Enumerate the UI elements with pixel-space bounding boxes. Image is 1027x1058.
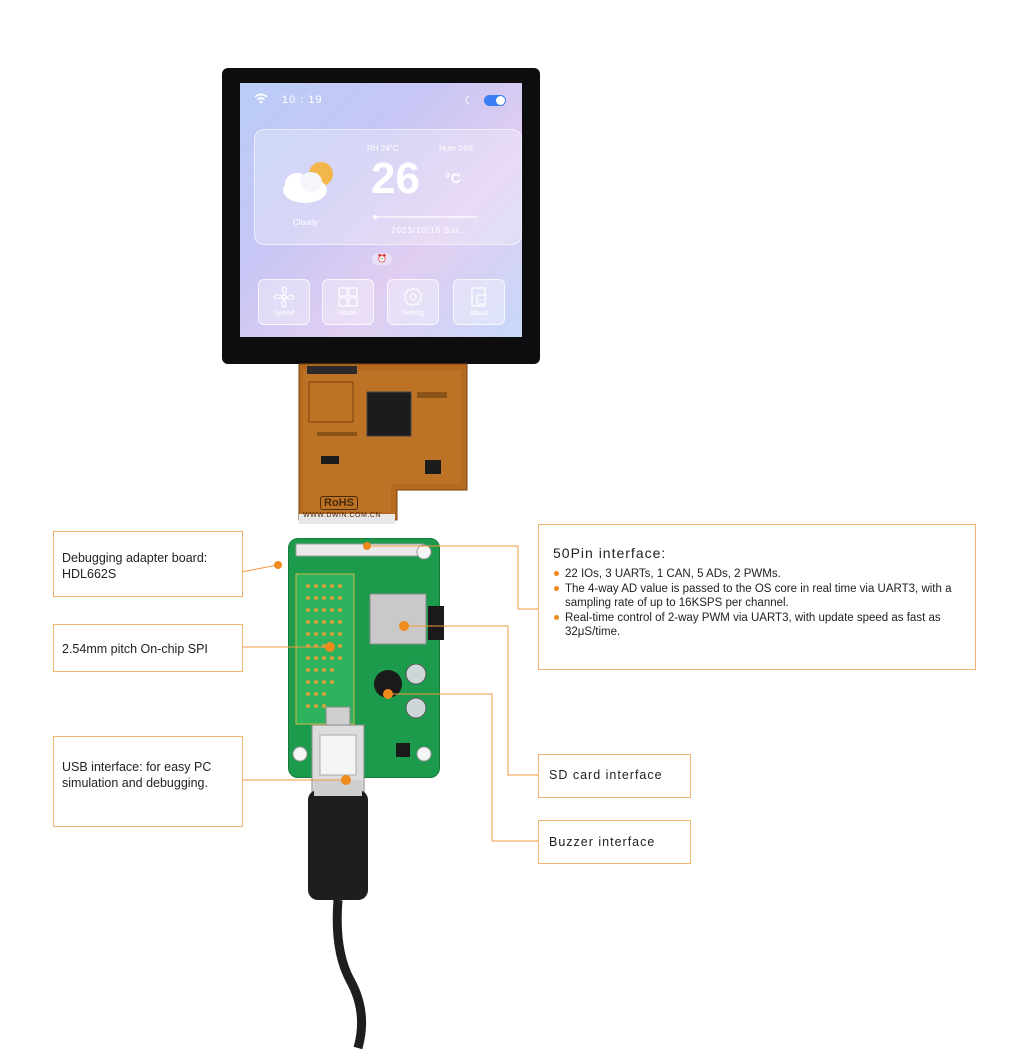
about-label: About [469,310,489,317]
buzzer-dot [383,689,393,699]
status-time: 10 : 19 [282,94,323,106]
pin50-dot [363,542,371,550]
setting-button[interactable]: Setting [387,279,439,325]
rh-reading: RH 24°C [367,144,399,153]
spi-dot [325,642,335,652]
pin50-bullet: Real-time control of 2-way PWM via UART3… [553,611,969,639]
fan-icon [273,286,295,308]
pin50-title: 50Pin interface: [553,545,667,561]
temperature-value: 26 [371,154,420,203]
night-mode-toggle[interactable] [484,95,506,106]
pin50-bullet: 22 IOs, 3 UARTs, 1 CAN, 5 ADs, 2 PWMs. [553,567,969,581]
setting-label: Setting [402,310,424,317]
weather-condition: Cloudy [293,218,318,227]
debug-dot [274,561,282,569]
callout-50pin: 50Pin interface: 22 IOs, 3 UARTs, 1 CAN,… [538,524,976,670]
speed-label: Speed [273,310,295,317]
door-icon [471,287,486,307]
sd-dot [399,621,409,631]
usb-text: USB interface: for easy PC simulation an… [62,760,212,790]
gear-icon [403,287,423,307]
wifi-icon [254,93,268,104]
sd-text: SD card interface [549,768,663,782]
callout-buzzer: Buzzer interface [538,820,691,864]
progress-bar [373,215,477,219]
callout-sd: SD card interface [538,754,691,798]
grid-icon [338,287,358,307]
mode-label: Mode [339,310,357,317]
rohs-marking: RoHS [320,496,358,510]
mode-button[interactable]: Mode [322,279,374,325]
alarm-icon[interactable]: ⏰ [372,253,392,265]
moon-icon: ☾ [464,95,474,107]
usb-dot [341,775,351,785]
dwin-marking: WWW.DWIN.COM.CN [303,512,381,519]
pcb-components [292,543,444,762]
pin50-bullets: 22 IOs, 3 UARTs, 1 CAN, 5 ADs, 2 PWMs. T… [553,567,969,640]
pin50-bullet: The 4-way AD value is passed to the OS c… [553,582,969,610]
callout-debug-board: Debugging adapter board: HDL662S [53,531,243,597]
date-label: 2023/10/16 Sat. [391,226,463,235]
lcd-screen: 10 : 19 ☾ Cloudy RH 24°C Hum 24% 26 °C 2… [240,83,522,337]
weather-card: Cloudy RH 24°C Hum 24% 26 °C 2023/10/16 … [254,129,522,245]
usb-cable [308,780,368,1050]
callout-usb: USB interface: for easy PC simulation an… [53,736,243,827]
spi-text: 2.54mm pitch On-chip SPI [62,642,208,656]
debug-board-text: Debugging adapter board: HDL662S [62,551,208,581]
cloudy-sun-icon [283,162,333,203]
temperature-unit: °C [445,170,461,186]
speed-button[interactable]: Speed [258,279,310,325]
about-button[interactable]: About [453,279,505,325]
humidity-reading: Hum 24% [439,144,475,153]
fpc-driver-board [298,363,468,524]
callout-spi: 2.54mm pitch On-chip SPI [53,624,243,672]
buzzer-text: Buzzer interface [549,835,656,849]
